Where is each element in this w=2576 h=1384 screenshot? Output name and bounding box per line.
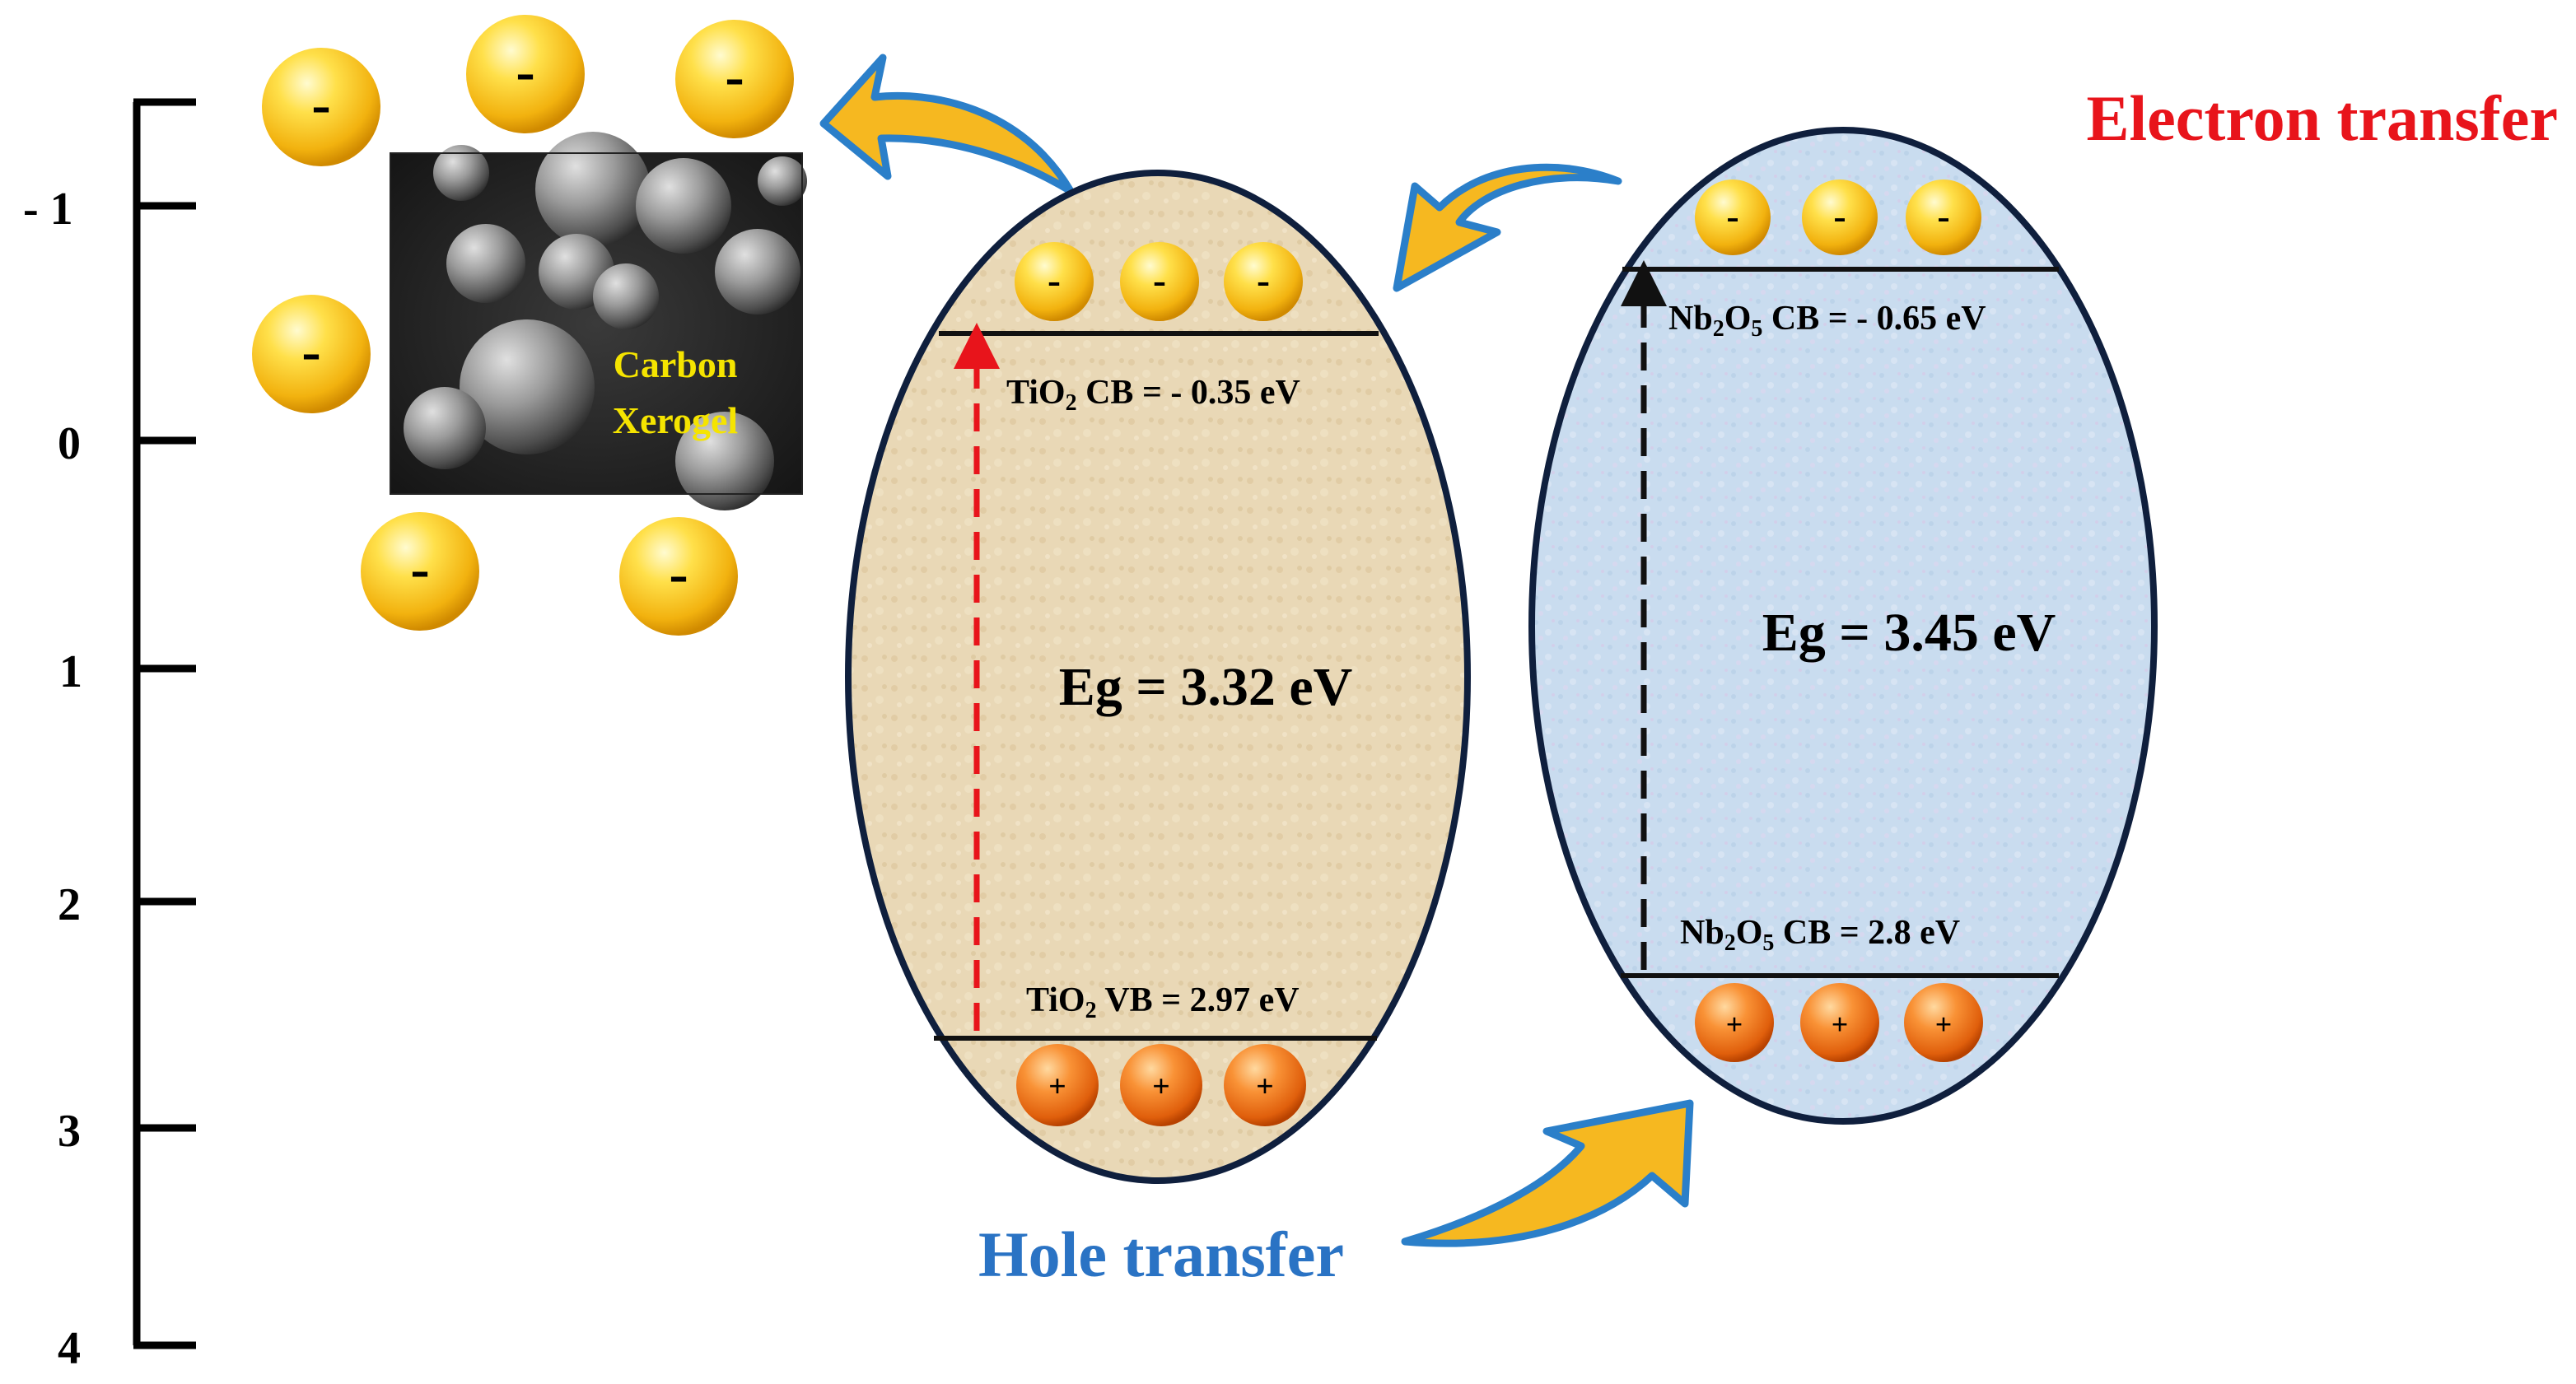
- tio2-bandgap-label: Eg = 3.32 eV: [1059, 657, 1353, 717]
- nb2o5-vb-label: Nb2O5 CB = 2.8 eV: [1680, 914, 1960, 956]
- nb2o5-ellipse: [1528, 127, 2158, 1125]
- hole-sign: +: [1048, 1069, 1066, 1104]
- electron: -: [1224, 242, 1303, 321]
- tio2-cb-label: TiO2 CB = - 0.35 eV: [1006, 374, 1300, 416]
- hole-transfer-label: Hole transfer: [978, 1219, 1344, 1290]
- electron-arrow-to-xerogel: [819, 54, 1075, 195]
- tick-label: 3: [58, 1106, 81, 1157]
- electron: -: [1695, 179, 1771, 255]
- electron: -: [1015, 242, 1094, 321]
- tio2-holes: + + +: [1016, 1044, 1306, 1126]
- tick-label: 4: [58, 1323, 81, 1374]
- hole-transfer-arrow: [1401, 1099, 1694, 1247]
- electron-sign: -: [1726, 195, 1738, 237]
- hole-sign: +: [1935, 1008, 1953, 1041]
- electron-sign: -: [410, 538, 429, 601]
- electron-sign: -: [1153, 259, 1166, 302]
- nb2o5-electrons: - - -: [1695, 179, 1981, 255]
- electron-sign: -: [311, 73, 330, 137]
- hole-sign: +: [1832, 1008, 1849, 1041]
- nb2o5-cb-label: Nb2O5 CB = - 0.65 eV: [1668, 300, 1986, 342]
- tio2-vb-label: TiO2 VB = 2.97 eV: [1026, 981, 1300, 1023]
- electron-sign: -: [1257, 259, 1270, 302]
- tio2-ellipse: [845, 170, 1471, 1184]
- sem-spheres: [404, 132, 807, 510]
- tick-label: - 1: [23, 184, 73, 235]
- tio2-band: TiO2 CB = - 0.35 eV TiO2 VB = 2.97 eV Eg…: [845, 170, 1471, 1184]
- hole: +: [1695, 983, 1774, 1062]
- electron-transfer-label: Electron transfer: [2086, 82, 2558, 154]
- hole-sign: +: [1256, 1069, 1274, 1104]
- electron: -: [1120, 242, 1199, 321]
- nb2o5-bandgap-label: Eg = 3.45 eV: [1762, 603, 2056, 663]
- electron-sign: -: [669, 543, 688, 606]
- electron: -: [619, 517, 738, 636]
- tick-label: 0: [58, 418, 81, 469]
- hole-sign: +: [1726, 1008, 1743, 1041]
- electron-sign: -: [725, 45, 744, 109]
- energy-axis: - 1 0 1 2 3 4: [23, 98, 196, 1374]
- electron-arrow-to-tio2: [1393, 163, 1622, 292]
- xerogel-label-line2: Xerogel: [613, 399, 738, 441]
- xerogel-label-line1: Carbon: [614, 343, 738, 385]
- electron-sign: -: [1937, 195, 1949, 237]
- electron: -: [361, 512, 479, 631]
- hole: +: [1120, 1044, 1202, 1126]
- electron-sign: -: [301, 320, 320, 384]
- electron: -: [252, 295, 371, 413]
- hole: +: [1904, 983, 1983, 1062]
- hole-sign: +: [1152, 1069, 1170, 1104]
- hole: +: [1224, 1044, 1306, 1126]
- electron-sign: -: [516, 40, 534, 104]
- electron: -: [1906, 179, 1981, 255]
- nb2o5-holes: + + +: [1695, 983, 1983, 1062]
- electron: -: [675, 20, 794, 138]
- tick-label: 1: [59, 646, 82, 697]
- tio2-electrons: - - -: [1015, 242, 1303, 321]
- hole: +: [1016, 1044, 1099, 1126]
- electron-sign: -: [1048, 259, 1061, 302]
- tick-label: 2: [58, 879, 81, 930]
- nb2o5-band: Nb2O5 CB = - 0.65 eV Nb2O5 CB = 2.8 eV E…: [1528, 127, 2158, 1125]
- xerogel-electrons: - - - - - -: [252, 15, 794, 636]
- carbon-xerogel-image: Carbon Xerogel: [390, 132, 807, 510]
- hole: +: [1800, 983, 1879, 1062]
- electron: -: [466, 15, 585, 133]
- electron-sign: -: [1833, 195, 1846, 237]
- electron: -: [262, 48, 380, 166]
- electron: -: [1802, 179, 1878, 255]
